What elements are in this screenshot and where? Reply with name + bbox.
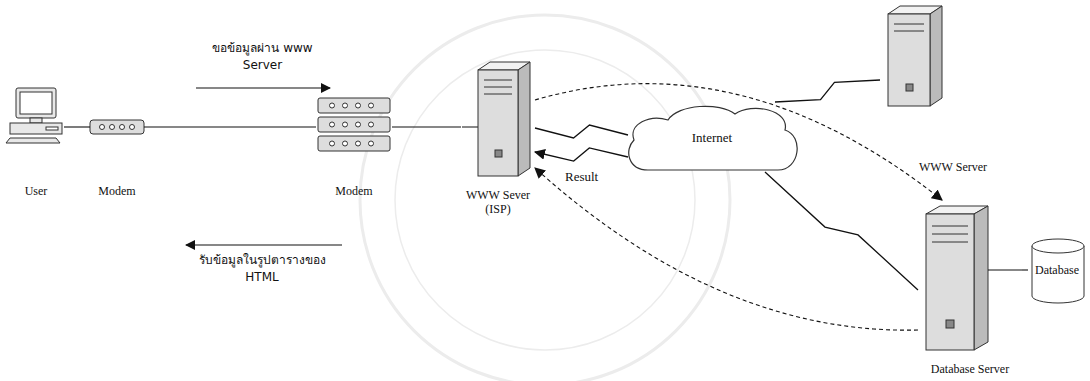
server-node: Database Server [918, 200, 1022, 378]
node-label: Modem [98, 184, 135, 198]
cloud-node: Internet [628, 102, 796, 172]
node-label: Internet [692, 130, 732, 145]
watermark-seal [360, 15, 730, 381]
node-label: Modem [335, 184, 372, 198]
database-cylinder [1032, 239, 1084, 303]
modem-icon [90, 120, 144, 134]
internet-cloud [629, 106, 797, 170]
node-label: WWW Server [919, 160, 987, 174]
computer-node: User [8, 86, 64, 200]
cable-line [392, 126, 461, 127]
lightning-link [535, 148, 628, 161]
server-tower-icon [926, 206, 988, 350]
modem-rack-icon [318, 98, 390, 151]
cable-line [144, 126, 316, 127]
node-label: User [25, 184, 48, 198]
server-node: WWW Sever (ISP) [461, 58, 535, 218]
annotation-text: รับข้อมูลในรูปตารางของ HTML [181, 252, 343, 286]
server-node: WWW Server [880, 2, 1026, 176]
dashed-flow-arrow [535, 168, 918, 330]
wire [462, 127, 478, 128]
node-label: Database [1035, 263, 1079, 277]
modem-node: Modem [90, 112, 144, 200]
node-label: WWW Sever (ISP) [463, 188, 533, 216]
lightning-link [765, 172, 918, 290]
modem-rack-node: Modem [316, 92, 392, 200]
server-tower-icon [888, 6, 942, 106]
lightning-link [775, 80, 880, 102]
cable-line [1022, 269, 1028, 270]
response-arrow [186, 244, 342, 245]
lightning-link [535, 125, 628, 138]
database-node: Database [1028, 236, 1086, 304]
dashed-flow-arrow [535, 84, 942, 200]
server-tower-icon [478, 62, 530, 176]
annotation-text: ขอข้อมูลผ่าน www Server [192, 40, 333, 74]
wire [988, 270, 1022, 271]
node-label: Database Server [931, 362, 1009, 376]
cable-line [64, 126, 90, 127]
edge-label: Result [563, 169, 600, 184]
request-arrow [196, 87, 330, 88]
computer-icon [6, 88, 62, 143]
